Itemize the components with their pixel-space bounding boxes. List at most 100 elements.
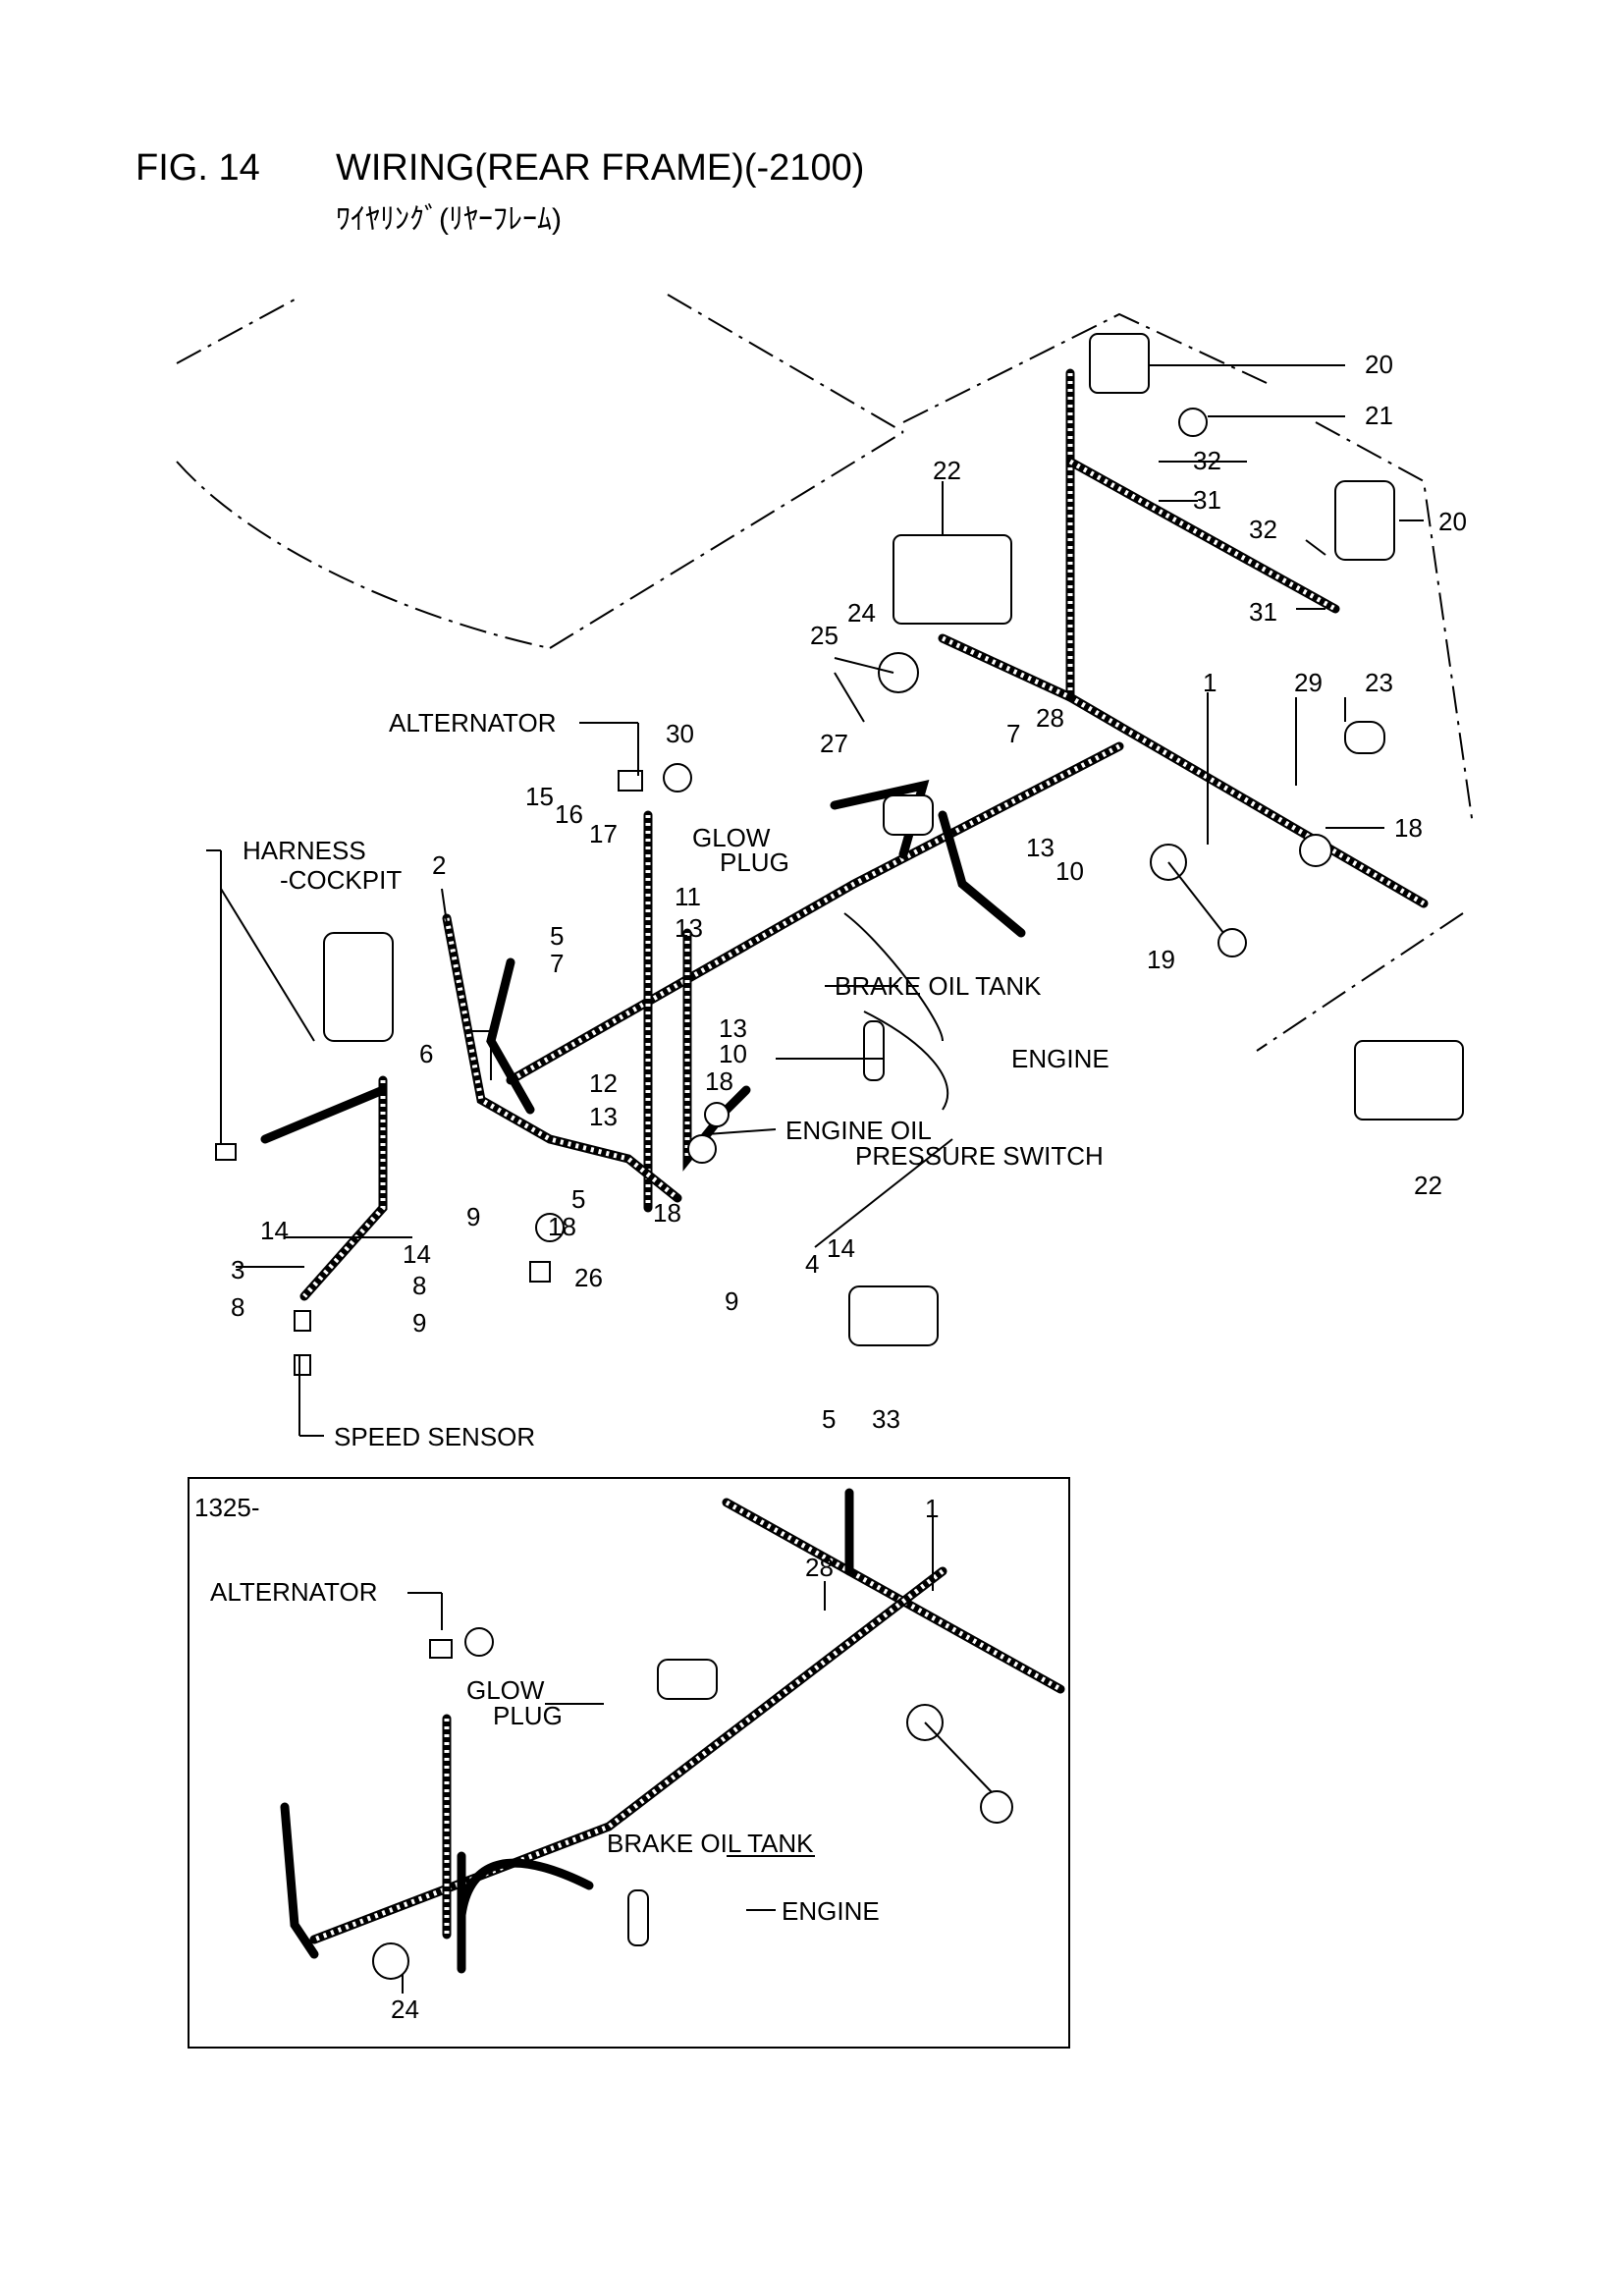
inset-fuel-sender-float xyxy=(980,1790,1013,1824)
rear-lamp-left xyxy=(1089,333,1150,394)
starter-relay xyxy=(848,1285,939,1346)
alternator-connector xyxy=(618,770,643,792)
figure-title: WIRING(REAR FRAME)(-2100) xyxy=(336,147,865,189)
callout-21: 21 xyxy=(1365,401,1393,430)
callout-14-a: 14 xyxy=(260,1216,289,1245)
frame-outline xyxy=(176,294,1474,1052)
engine-oil-pressure-switch xyxy=(704,1102,730,1127)
callout-1: 1 xyxy=(1203,668,1217,697)
callout-10-a: 10 xyxy=(1055,856,1084,886)
inset-alternator-cover xyxy=(464,1627,494,1657)
callout-3: 3 xyxy=(231,1255,244,1285)
callout-5-a: 5 xyxy=(550,921,564,951)
callout-5-c: 5 xyxy=(822,1404,836,1434)
relay xyxy=(878,652,919,693)
figure-subtitle: ﾜｲﾔﾘﾝｸﾞ(ﾘﾔｰﾌﾚｰﾑ) xyxy=(336,203,562,236)
inset-label-engine: ENGINE xyxy=(782,1896,880,1926)
callout-18-b: 18 xyxy=(705,1066,733,1096)
combination-lamp-top xyxy=(893,534,1012,625)
cockpit-connectors xyxy=(323,932,394,1042)
speed-sensor-body xyxy=(294,1354,311,1376)
callout-17: 17 xyxy=(589,819,618,848)
callout-33: 33 xyxy=(872,1404,900,1434)
inset-engine-stub xyxy=(627,1889,649,1946)
callout-18-d: 18 xyxy=(548,1212,576,1241)
callout-4: 4 xyxy=(805,1249,819,1279)
callout-10-b: 10 xyxy=(719,1039,747,1068)
inset-label-brake-oil-tank: BRAKE OIL TANK xyxy=(607,1829,814,1858)
inset-label-alternator: ALTERNATOR xyxy=(210,1577,377,1607)
inset-panel: 1325- 1 28 24 ALTERNATOR GLOW PLUG BRAKE… xyxy=(188,1477,1070,2049)
callout-13-c: 13 xyxy=(719,1013,747,1043)
inset-callout-28: 28 xyxy=(805,1553,834,1582)
callout-13-d: 13 xyxy=(589,1102,618,1131)
connector-26 xyxy=(529,1261,551,1283)
callout-16: 16 xyxy=(555,799,583,829)
callout-12: 12 xyxy=(589,1068,618,1098)
inset-border xyxy=(188,1477,1070,2049)
callout-20-a: 20 xyxy=(1365,350,1393,379)
label-brake-oil-tank: BRAKE OIL TANK xyxy=(835,971,1042,1001)
label-engine: ENGINE xyxy=(1011,1044,1109,1073)
inset-callout-1: 1 xyxy=(925,1494,939,1523)
callout-28: 28 xyxy=(1036,703,1064,733)
rear-lamp-right xyxy=(1334,480,1395,561)
inset-serial: 1325- xyxy=(194,1493,260,1522)
components xyxy=(215,333,1464,1376)
label-cockpit: -COCKPIT xyxy=(280,865,402,895)
reflector xyxy=(1344,721,1385,754)
speed-sensor xyxy=(294,1310,311,1332)
label-engine-oil: ENGINE OIL xyxy=(785,1116,932,1145)
callout-8-b: 8 xyxy=(231,1292,244,1322)
inset-label-plug: PLUG xyxy=(493,1701,563,1730)
combination-lamp-bottom xyxy=(1354,1040,1464,1121)
callout-23: 23 xyxy=(1365,668,1393,697)
callout-29: 29 xyxy=(1294,668,1323,697)
label-plug: PLUG xyxy=(720,847,789,877)
cockpit-plug xyxy=(215,1143,237,1161)
callout-9-b: 9 xyxy=(412,1308,426,1338)
figure-number: FIG. 14 xyxy=(135,147,260,189)
clamp-18 xyxy=(535,1213,565,1242)
inset-alternator-connector xyxy=(429,1639,453,1659)
label-pressure-switch: PRESSURE SWITCH xyxy=(855,1141,1104,1171)
callout-25: 25 xyxy=(810,621,839,650)
callout-6: 6 xyxy=(419,1039,433,1068)
callout-32-a: 32 xyxy=(1193,446,1221,475)
callout-32-b: 32 xyxy=(1249,515,1277,544)
callout-7-a: 7 xyxy=(1006,719,1020,748)
callout-9-a: 9 xyxy=(466,1202,480,1231)
callout-30: 30 xyxy=(666,719,694,748)
fuel-sender-float xyxy=(1217,928,1247,957)
callout-13-a: 13 xyxy=(1026,833,1055,862)
callout-15: 15 xyxy=(525,782,554,811)
label-speed-sensor: SPEED SENSOR xyxy=(334,1422,535,1451)
callout-5-b: 5 xyxy=(571,1184,585,1214)
grommet xyxy=(1299,834,1332,867)
callout-18-c: 18 xyxy=(653,1198,681,1228)
inset-callout-24: 24 xyxy=(391,1995,419,2024)
callout-9-c: 9 xyxy=(725,1286,738,1316)
inset-relay xyxy=(372,1942,409,1980)
text-labels: ALTERNATOR HARNESS -COCKPIT GLOW PLUG BR… xyxy=(243,708,1109,1451)
callout-13-b: 13 xyxy=(675,913,703,943)
callout-14-c: 14 xyxy=(827,1233,855,1263)
callout-8-a: 8 xyxy=(412,1271,426,1300)
inset-label-glow: GLOW xyxy=(466,1675,545,1705)
callout-27: 27 xyxy=(820,729,848,758)
callout-24: 24 xyxy=(847,598,876,628)
alternator-terminal-cover xyxy=(663,763,692,793)
leader-lines xyxy=(206,364,1424,1437)
label-alternator: ALTERNATOR xyxy=(389,708,556,738)
glow-plug-relay xyxy=(883,794,934,836)
callout-2: 2 xyxy=(432,850,446,880)
label-harness: HARNESS xyxy=(243,836,366,865)
callout-11: 11 xyxy=(675,882,701,911)
wire-harness xyxy=(260,368,1429,1301)
engine-stub xyxy=(863,1020,885,1081)
callout-20-b: 20 xyxy=(1438,507,1467,536)
clamp-18b xyxy=(687,1134,717,1164)
callout-14-b: 14 xyxy=(403,1239,431,1269)
callout-22-b: 22 xyxy=(1414,1171,1442,1200)
callout-7-b: 7 xyxy=(550,949,564,978)
